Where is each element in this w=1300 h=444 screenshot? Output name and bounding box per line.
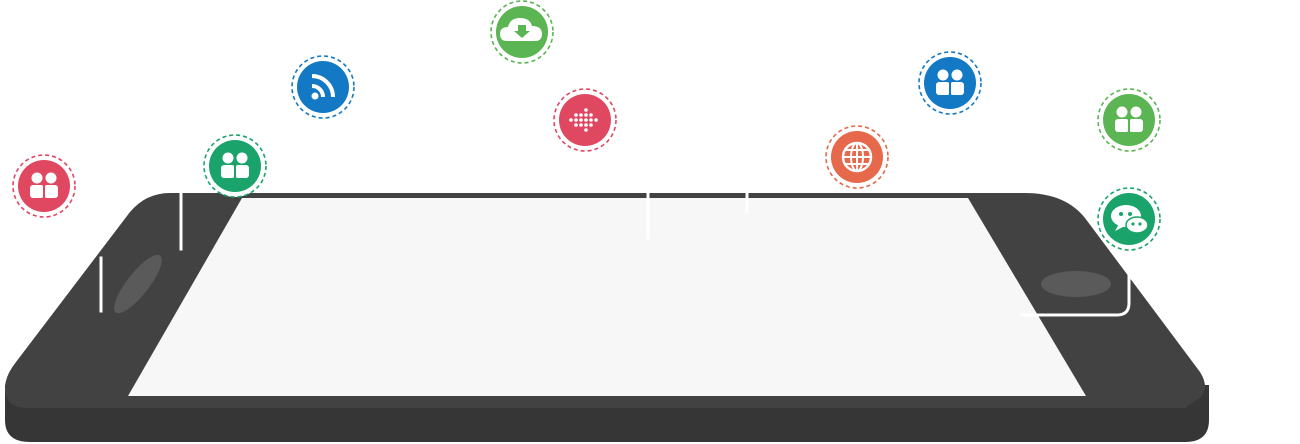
group-icon: [12, 154, 76, 218]
connector-lines: [99, 188, 1131, 317]
group-icon: [203, 134, 267, 198]
cloud-download-icon: [490, 0, 554, 64]
tablet-side-button: [114, 254, 162, 314]
group-icon: [1097, 88, 1161, 152]
wechat-icon: [1097, 187, 1161, 251]
rss-icon: [291, 55, 355, 119]
group-icon: [918, 51, 982, 115]
globe-icon: [825, 125, 889, 189]
tablet-home-button: [1041, 271, 1111, 297]
tablet-screen: [128, 198, 1086, 396]
floating-icons: [12, 0, 1161, 251]
arrow-right-icon: [553, 88, 617, 152]
